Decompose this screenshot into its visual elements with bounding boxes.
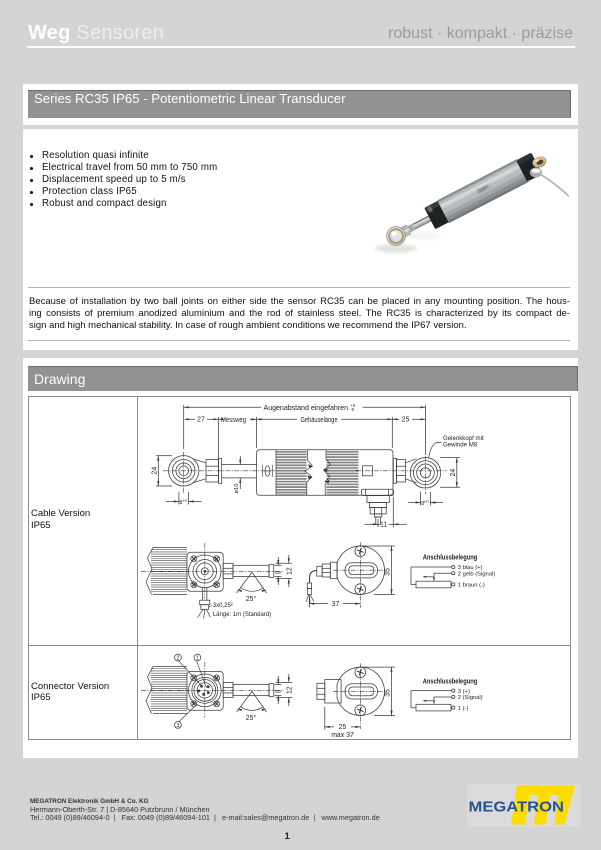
svg-text:25°: 25° — [246, 714, 257, 722]
svg-text:35: 35 — [385, 568, 392, 576]
svg-text:11: 11 — [380, 522, 387, 529]
svg-text:1 (-): 1 (-) — [458, 706, 469, 712]
svg-text:Augenabstand eingefahren: Augenabstand eingefahren — [264, 405, 349, 412]
svg-text:25: 25 — [339, 724, 347, 731]
svg-text:Messweg: Messweg — [221, 417, 246, 424]
svg-text:8: 8 — [180, 500, 183, 506]
svg-text:24: 24 — [450, 469, 457, 477]
svg-text:-0: -0 — [351, 407, 355, 412]
svg-text:max 37: max 37 — [331, 732, 354, 739]
svg-text:37: 37 — [332, 601, 340, 608]
svg-text:3x0,25²: 3x0,25² — [213, 603, 233, 609]
svg-text:8: 8 — [421, 501, 424, 507]
svg-text:Länge: 1m (Standard): Länge: 1m (Standard) — [213, 612, 271, 618]
svg-text:12: 12 — [286, 686, 293, 694]
svg-text:Anschlussbelegung: Anschlussbelegung — [423, 553, 478, 562]
svg-text:25: 25 — [402, 417, 410, 424]
svg-text:1: 1 — [196, 656, 199, 662]
svg-text:Gehäuselänge: Gehäuselänge — [301, 417, 338, 424]
svg-text:3 blau (+): 3 blau (+) — [458, 565, 483, 571]
svg-text:25°: 25° — [246, 595, 257, 603]
svg-text:2 (Signal): 2 (Signal) — [458, 695, 483, 701]
svg-text:H7: H7 — [183, 499, 188, 503]
svg-text:9: 9 — [276, 690, 283, 694]
svg-text:2: 2 — [177, 656, 180, 662]
svg-text:Gelenkkopf mit: Gelenkkopf mit — [443, 435, 484, 442]
svg-text:3: 3 — [177, 723, 180, 729]
svg-text:12: 12 — [286, 567, 293, 575]
svg-text:3 (+): 3 (+) — [458, 689, 470, 695]
svg-text:ø10: ø10 — [234, 484, 240, 494]
svg-text:1 braun (-): 1 braun (-) — [458, 583, 485, 589]
svg-text:Gewinde M8: Gewinde M8 — [443, 441, 478, 448]
svg-text:2 gelb (Signal): 2 gelb (Signal) — [458, 571, 495, 577]
svg-text:27: 27 — [197, 417, 205, 424]
svg-text:+5: +5 — [351, 403, 357, 408]
svg-text:9: 9 — [276, 571, 283, 575]
svg-text:MEGATRON: MEGATRON — [469, 800, 565, 816]
svg-text:H7: H7 — [424, 500, 429, 504]
svg-text:Anschlussbelegung: Anschlussbelegung — [423, 676, 478, 685]
svg-text:24: 24 — [151, 467, 158, 475]
svg-text:35: 35 — [385, 689, 392, 697]
